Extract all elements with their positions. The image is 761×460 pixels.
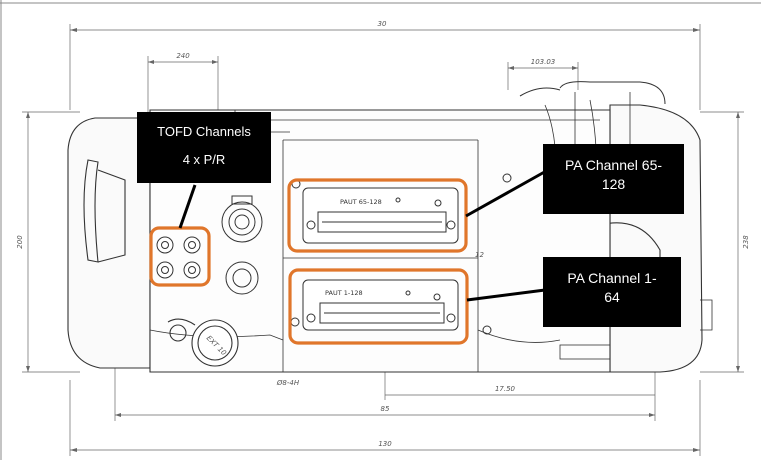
ext-cap	[167, 318, 239, 367]
pa-lower-callout-line1: PA Channel 1-	[567, 270, 657, 286]
dim-top-left: 240	[176, 52, 190, 60]
lower-connector-label: PAUT 1-128	[325, 289, 363, 297]
upper-connector-label: PAUT 65-128	[340, 198, 382, 206]
dim-top-overall: 30	[378, 20, 387, 28]
pa-upper-callout-line2: 128	[601, 176, 626, 192]
tofd-callout-line2: 4 x P/R	[182, 152, 226, 167]
lemo-connector	[221, 195, 263, 295]
dim-right-height: 238	[742, 235, 750, 249]
leader-lines	[178, 168, 549, 302]
dim-bottom-inner: 85	[381, 405, 390, 413]
pa-lower-highlight	[288, 268, 469, 345]
dim-bottom-right: 17.50	[495, 385, 516, 393]
pa-lower-callout-line2: 64	[604, 289, 620, 305]
dim-bottom-left-small: Ø8-4H	[276, 379, 300, 387]
pa-lower-callout: PA Channel 1- 64	[543, 257, 681, 327]
dimension-arrows	[26, 28, 740, 452]
pa-connector-upper	[291, 173, 512, 244]
pa-connector-lower	[290, 279, 492, 335]
dim-top-right: 103.03	[531, 58, 556, 66]
pa-upper-callout: PA Channel 65- 128	[543, 144, 684, 214]
pa-upper-callout-line1: PA Channel 65-	[564, 157, 663, 173]
dim-left-height: 200	[16, 235, 24, 249]
tofd-connectors	[156, 236, 201, 279]
dimension-lines	[22, 24, 744, 456]
tofd-callout: TOFD Channels 4 x P/R	[137, 112, 271, 183]
upper-side-mark: 12	[475, 251, 484, 259]
tofd-callout-line1: TOFD Channels	[157, 124, 251, 139]
dim-bottom-overall: 130	[378, 440, 392, 448]
